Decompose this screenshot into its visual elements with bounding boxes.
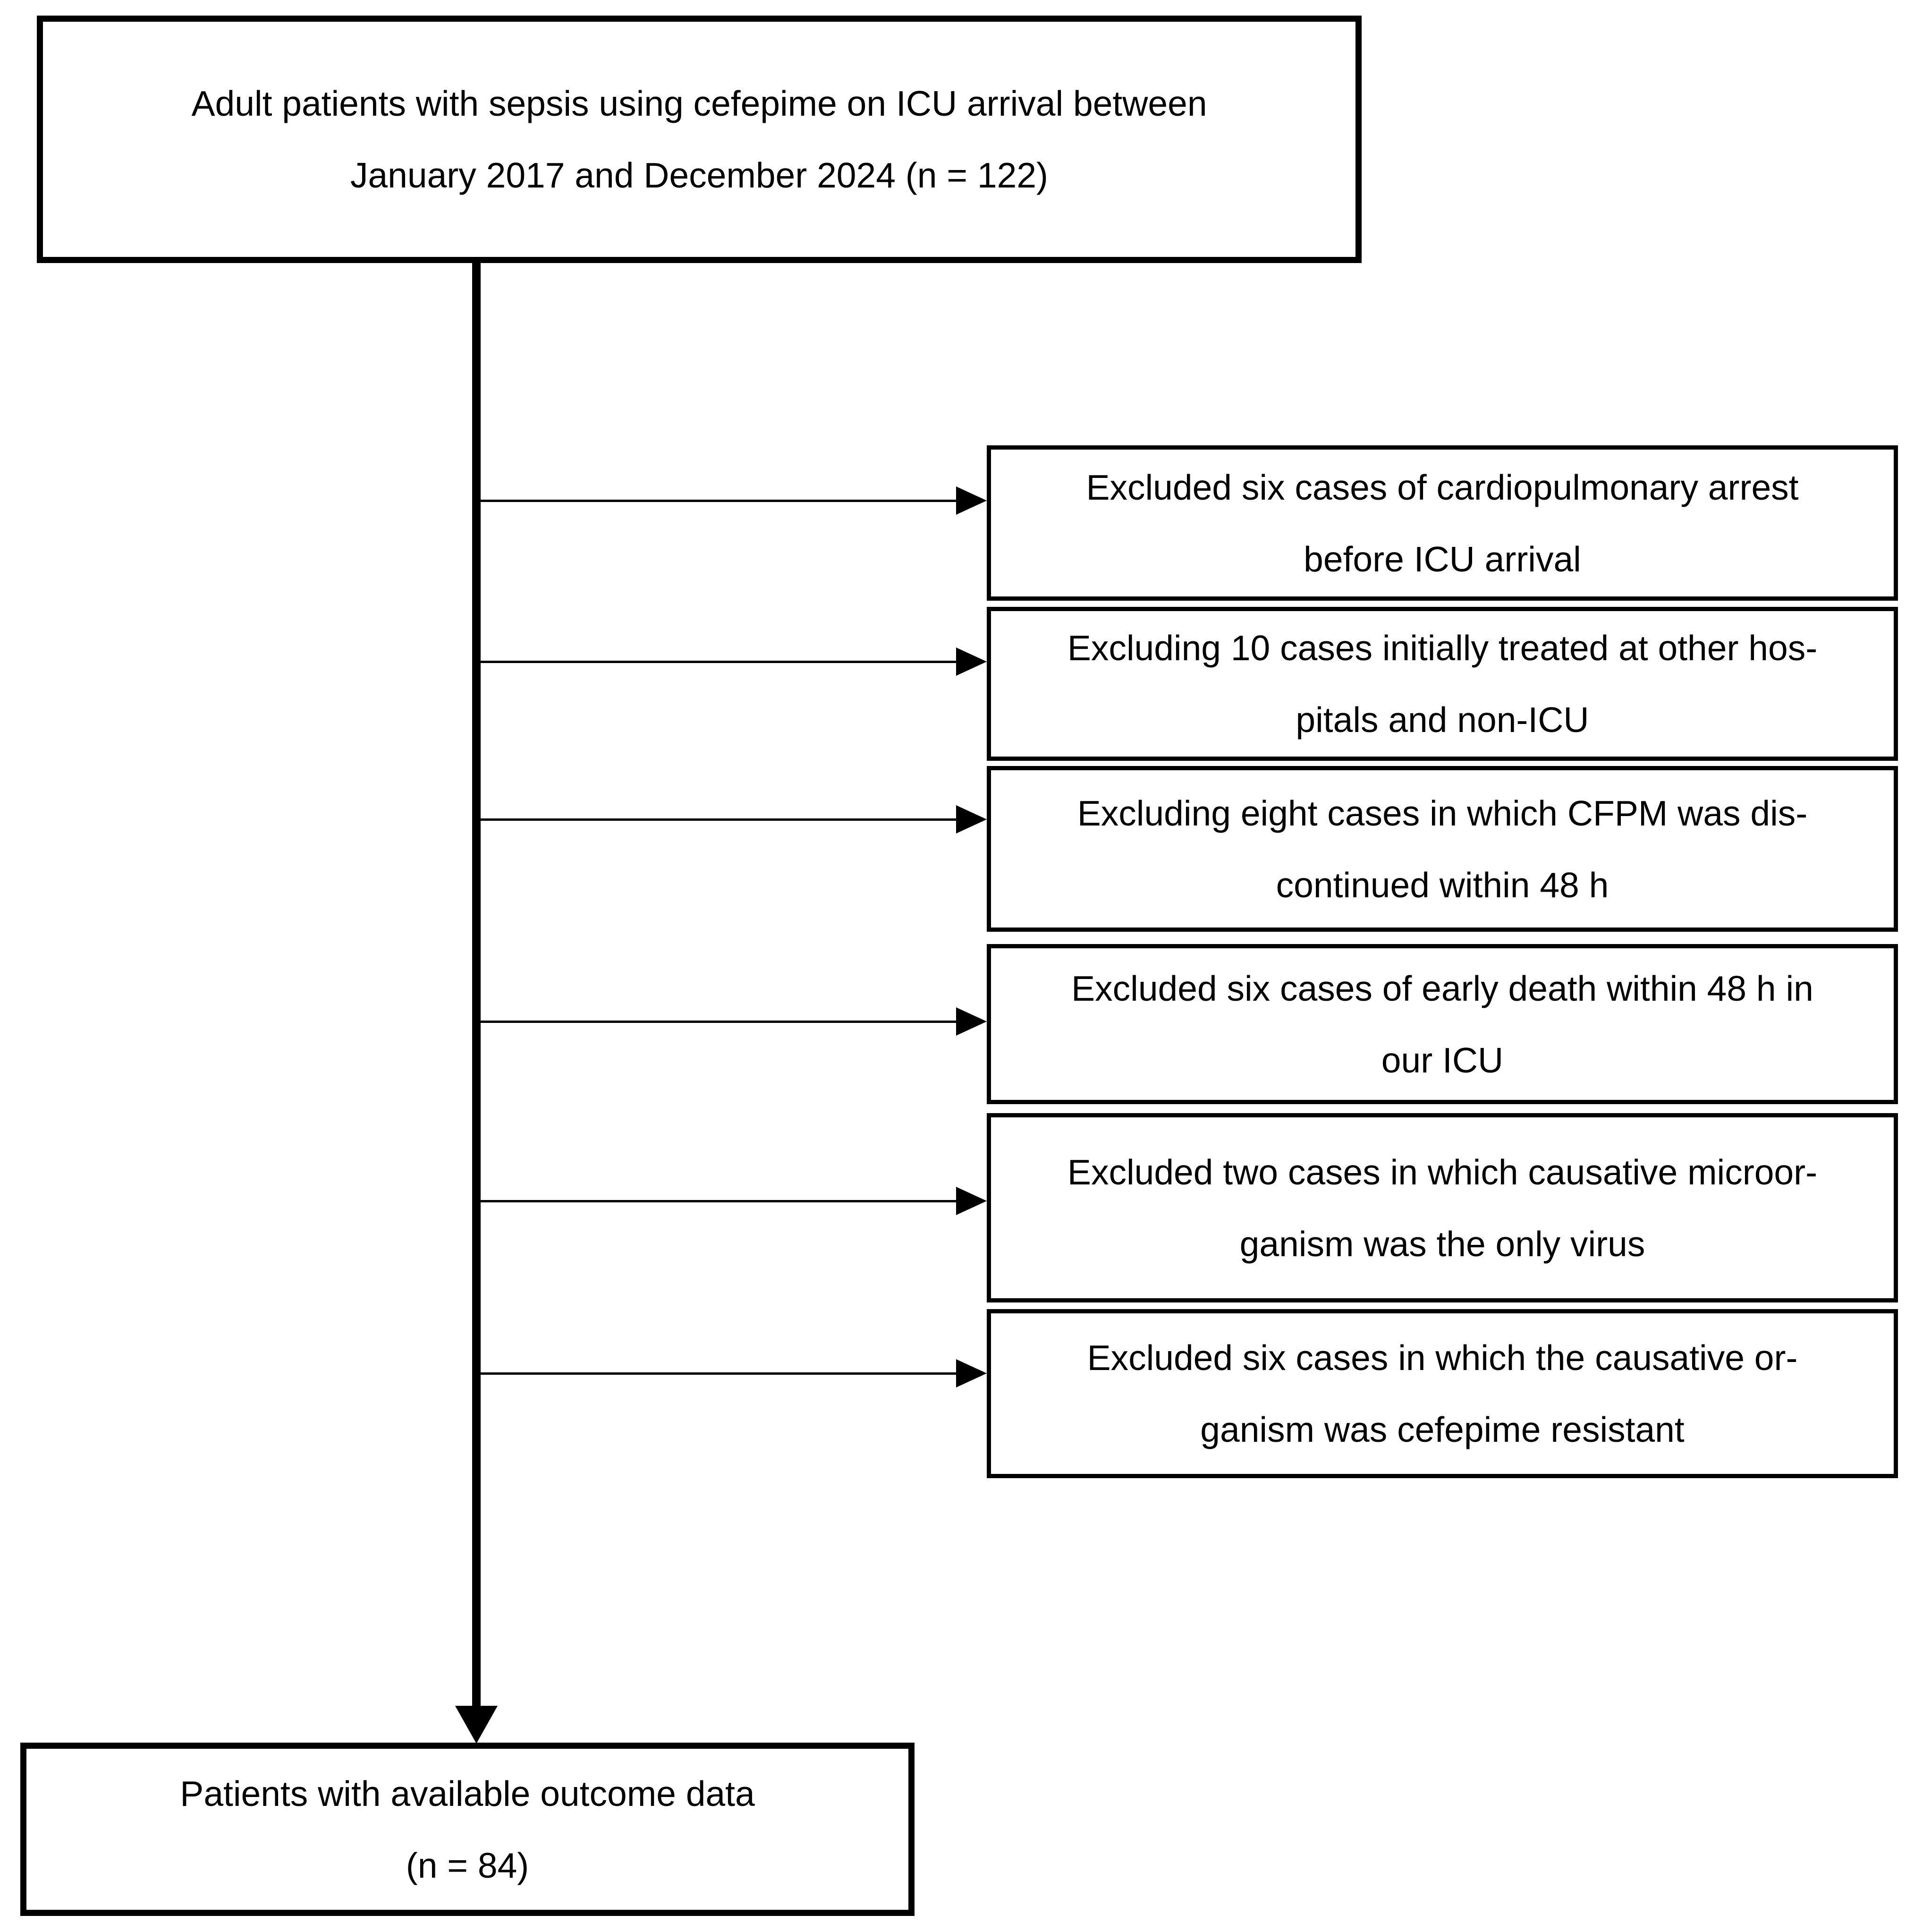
exclusion-box-5-line-1: Excluded two cases in which causative mi… [1067,1152,1818,1192]
connector-line [476,500,958,502]
main-flow-line [472,263,481,1706]
exclusion-box-6: Excluded six cases in which the causativ… [987,1309,1898,1478]
exclusion-box-2: Excluding 10 cases initially treated at … [987,607,1898,761]
exclusion-connector-1 [476,486,987,515]
connector-line [476,818,958,821]
exclusion-box-1: Excluded six cases of cardiopulmonary ar… [987,445,1898,601]
exclusion-box-3-line-1: Excluding eight cases in which CFPM was … [1077,793,1808,833]
exclusion-box-3-line-2: continued within 48 h [1276,865,1609,905]
enrollment-text-line-2: January 2017 and December 2024 (n = 122) [350,155,1049,195]
right-arrowhead-icon [956,1007,987,1036]
outcome-box: Patients with available outcome data (n … [20,1743,915,1916]
exclusion-box-3: Excluding eight cases in which CFPM was … [987,766,1898,932]
exclusion-box-6-line-1: Excluded six cases in which the causativ… [1087,1338,1798,1378]
exclusion-connector-5 [476,1187,987,1215]
down-arrowhead-icon [455,1706,498,1744]
connector-line [476,1021,958,1023]
exclusion-connector-2 [476,647,987,676]
enrollment-text-line-1: Adult patients with sepsis using cefepim… [191,84,1207,123]
enrollment-box: Adult patients with sepsis using cefepim… [37,16,1362,263]
exclusion-box-4-line-1: Excluded six cases of early death within… [1071,968,1813,1008]
outcome-text-line-1: Patients with available outcome data [180,1773,755,1813]
exclusion-box-4-line-2: our ICU [1381,1040,1504,1080]
exclusion-box-2-line-1: Excluding 10 cases initially treated at … [1067,628,1818,668]
right-arrowhead-icon [956,647,987,676]
outcome-text-line-2: (n = 84) [406,1845,529,1885]
exclusion-box-6-line-2: ganism was cefepime resistant [1200,1410,1685,1449]
exclusion-box-2-line-2: pitals and non-ICU [1296,700,1589,740]
exclusion-box-1-line-2: before ICU arrival [1304,539,1581,579]
right-arrowhead-icon [956,805,987,834]
right-arrowhead-icon [956,1187,987,1215]
connector-line [476,1200,958,1202]
exclusion-connector-6 [476,1359,987,1387]
exclusion-box-5: Excluded two cases in which causative mi… [987,1113,1898,1302]
right-arrowhead-icon [956,1359,987,1387]
exclusion-connector-4 [476,1007,987,1036]
connector-line [476,1372,958,1375]
connector-line [476,661,958,663]
exclusion-box-4: Excluded six cases of early death within… [987,944,1898,1104]
right-arrowhead-icon [956,486,987,515]
exclusion-box-1-line-1: Excluded six cases of cardiopulmonary ar… [1086,467,1799,507]
exclusion-box-5-line-2: ganism was the only virus [1239,1224,1645,1264]
exclusion-connector-3 [476,805,987,834]
